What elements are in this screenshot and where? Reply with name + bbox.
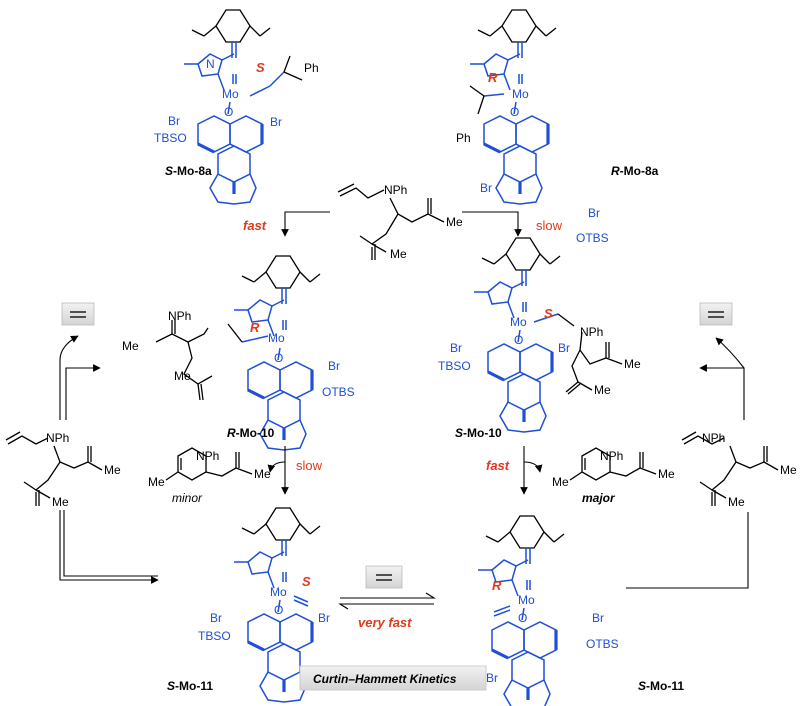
svg-text:O: O	[514, 333, 523, 347]
ethylene-box-left	[61, 302, 95, 326]
complex-r-mo-10: NPh Me Me R Mo O Br OTBS	[122, 254, 355, 452]
svg-text:Br: Br	[270, 115, 282, 129]
arrow-slow-top: slow	[462, 211, 563, 237]
svg-text:TBSO: TBSO	[154, 131, 187, 145]
svg-text:Br: Br	[558, 341, 570, 355]
svg-text:major: major	[582, 491, 616, 505]
svg-text:Mo: Mo	[512, 87, 529, 101]
svg-text:Me: Me	[122, 339, 139, 353]
svg-text:NPh: NPh	[580, 325, 603, 339]
complex-s-mo-11-right: R Mo O Br Br OTBS	[476, 514, 619, 706]
arrow-fast-top: fast	[243, 211, 330, 237]
svg-text:Me: Me	[728, 495, 745, 509]
product-major: Me NPh Me major	[552, 447, 675, 505]
svg-text:Me: Me	[254, 467, 271, 481]
svg-text:O: O	[274, 351, 283, 365]
svg-text:Me: Me	[624, 357, 641, 371]
svg-text:Br: Br	[486, 671, 498, 685]
svg-text:Me: Me	[446, 215, 463, 229]
svg-text:Br: Br	[318, 611, 330, 625]
complex-s-mo-8a: Ph N S Mo O Br TBSO Br	[154, 8, 319, 206]
svg-text:Me: Me	[148, 475, 165, 489]
product-minor: Me NPh Me minor	[148, 447, 271, 505]
svg-text:OTBS: OTBS	[322, 385, 355, 399]
label-s-mo-11-right: S-Mo-11	[638, 679, 684, 693]
svg-text:Me: Me	[594, 383, 611, 397]
svg-text:O: O	[510, 105, 519, 119]
svg-text:R: R	[488, 70, 498, 85]
svg-text:TBSO: TBSO	[198, 629, 231, 643]
svg-text:Br: Br	[480, 181, 492, 195]
svg-text:O: O	[274, 603, 283, 617]
svg-text:slow: slow	[296, 458, 323, 473]
svg-text:N: N	[206, 57, 215, 71]
arrow-slow-bottom: slow	[267, 446, 323, 495]
svg-text:TBSO: TBSO	[438, 359, 471, 373]
substrate-diene-top: NPh Me Me	[337, 183, 463, 261]
svg-text:Me: Me	[52, 495, 69, 509]
svg-text:NPh: NPh	[600, 449, 623, 463]
svg-text:S: S	[302, 574, 311, 589]
svg-text:Ph: Ph	[456, 131, 471, 145]
equilibrium-arrows	[338, 592, 436, 610]
label-very-fast: very fast	[358, 615, 412, 630]
svg-text:OTBS: OTBS	[576, 231, 609, 245]
svg-text:Br: Br	[168, 114, 180, 128]
curtin-hammett-label: Curtin–Hammett Kinetics	[313, 672, 457, 686]
svg-text:NPh: NPh	[702, 431, 725, 445]
svg-text:Br: Br	[450, 341, 462, 355]
label-s-mo-11-left: S-Mo-11	[167, 679, 213, 693]
svg-text:NPh: NPh	[384, 183, 407, 197]
svg-text:Br: Br	[588, 206, 600, 220]
ethylene-box-right	[699, 302, 733, 326]
svg-text:R: R	[492, 578, 502, 593]
svg-text:Me: Me	[780, 463, 797, 477]
svg-text:Me: Me	[390, 247, 407, 261]
svg-text:Mo: Mo	[270, 585, 287, 599]
svg-text:Mo: Mo	[222, 87, 239, 101]
svg-text:OTBS: OTBS	[586, 637, 619, 651]
complex-s-mo-10: NPh Me Me S Mo O Br TBSO Br	[438, 236, 641, 434]
svg-text:Br: Br	[592, 611, 604, 625]
svg-text:Mo: Mo	[268, 331, 285, 345]
svg-text:Me: Me	[174, 369, 191, 383]
svg-text:R: R	[250, 320, 260, 335]
svg-text:fast: fast	[486, 458, 510, 473]
svg-text:Me: Me	[552, 475, 569, 489]
svg-text:Br: Br	[210, 611, 222, 625]
svg-text:Mo: Mo	[510, 315, 527, 329]
svg-text:S: S	[256, 60, 265, 75]
svg-text:O: O	[224, 105, 233, 119]
arrow-fast-bottom: fast	[486, 446, 543, 495]
svg-text:Mo: Mo	[518, 593, 535, 607]
substrate-diene-left: NPh Me Me	[5, 431, 121, 509]
label-r-mo-10: R-Mo-10	[227, 426, 275, 440]
substrate-diene-right: NPh Me Me	[681, 431, 797, 509]
svg-text:Me: Me	[658, 467, 675, 481]
svg-text:slow: slow	[536, 218, 563, 233]
complex-r-mo-8a: Ph R Mo O Br Br OTBS	[456, 8, 609, 245]
label-s-mo-8a: S-Mo-8a	[165, 164, 212, 178]
complex-s-mo-11-left: S Mo O Br TBSO Br	[198, 506, 330, 704]
label-r-mo-8a: R-Mo-8a	[611, 164, 659, 178]
svg-text:Br: Br	[328, 359, 340, 373]
svg-text:minor: minor	[172, 491, 203, 505]
svg-text:O: O	[518, 611, 527, 625]
svg-text:Me: Me	[104, 463, 121, 477]
svg-text:NPh: NPh	[196, 449, 219, 463]
svg-text:NPh: NPh	[46, 431, 69, 445]
ethylene-box-center	[365, 565, 403, 589]
svg-text:S: S	[544, 306, 553, 321]
svg-text:NPh: NPh	[168, 309, 191, 323]
curtin-hammett-box: Curtin–Hammett Kinetics	[299, 665, 487, 691]
svg-text:Ph: Ph	[304, 61, 319, 75]
label-s-mo-10: S-Mo-10	[455, 426, 502, 440]
svg-text:fast: fast	[243, 218, 267, 233]
